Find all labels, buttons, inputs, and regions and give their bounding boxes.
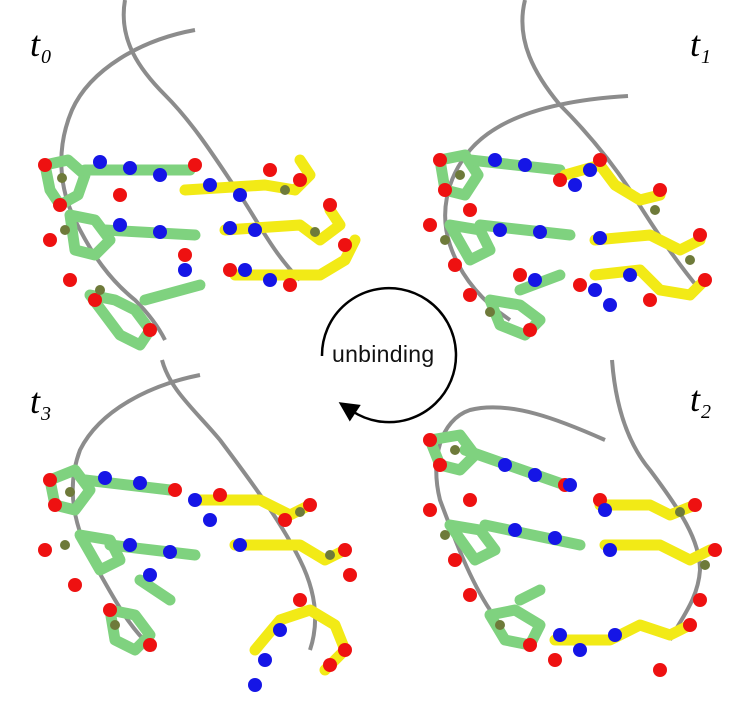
strand-green	[39, 154, 206, 351]
backbone-tube	[70, 373, 201, 652]
backbone-tube	[443, 94, 629, 322]
label-t1: t1	[690, 24, 711, 67]
panel-t0	[38, 0, 361, 351]
atoms-nitrogen	[498, 458, 622, 657]
atoms-phosphorus	[60, 487, 335, 630]
label-t1-base: t	[690, 24, 701, 64]
label-t2-sub: 2	[701, 401, 712, 423]
cycle-label: unbinding	[332, 341, 435, 367]
strand-green	[434, 149, 576, 341]
label-t0-base: t	[30, 24, 41, 64]
label-t0: t0	[30, 24, 51, 67]
label-t1-sub: 1	[701, 46, 712, 68]
atoms-oxygen	[38, 473, 357, 672]
atoms-phosphorus	[440, 445, 710, 630]
backbone-tube	[121, 0, 302, 282]
label-t2: t2	[690, 379, 711, 422]
cycle-arrow	[320, 286, 458, 424]
label-t3-base: t	[30, 381, 41, 421]
atoms-nitrogen	[488, 153, 637, 312]
atoms-oxygen	[423, 153, 712, 337]
panel-t1	[423, 0, 712, 341]
label-t0-sub: 0	[41, 46, 52, 68]
atoms-phosphorus	[440, 170, 695, 317]
label-t3-sub: 3	[41, 403, 52, 425]
atoms-phosphorus	[57, 173, 320, 295]
atoms-nitrogen	[93, 155, 277, 287]
backbone-tube	[59, 28, 196, 341]
label-t2-base: t	[690, 379, 701, 419]
atoms-oxygen	[38, 158, 352, 337]
strand-yellow	[189, 494, 351, 676]
label-t3: t3	[30, 381, 51, 424]
panel-t2	[423, 359, 722, 677]
atoms-oxygen	[423, 433, 722, 677]
strand-yellow	[179, 154, 361, 281]
panel-t3	[38, 359, 357, 692]
atoms-nitrogen	[98, 471, 287, 692]
